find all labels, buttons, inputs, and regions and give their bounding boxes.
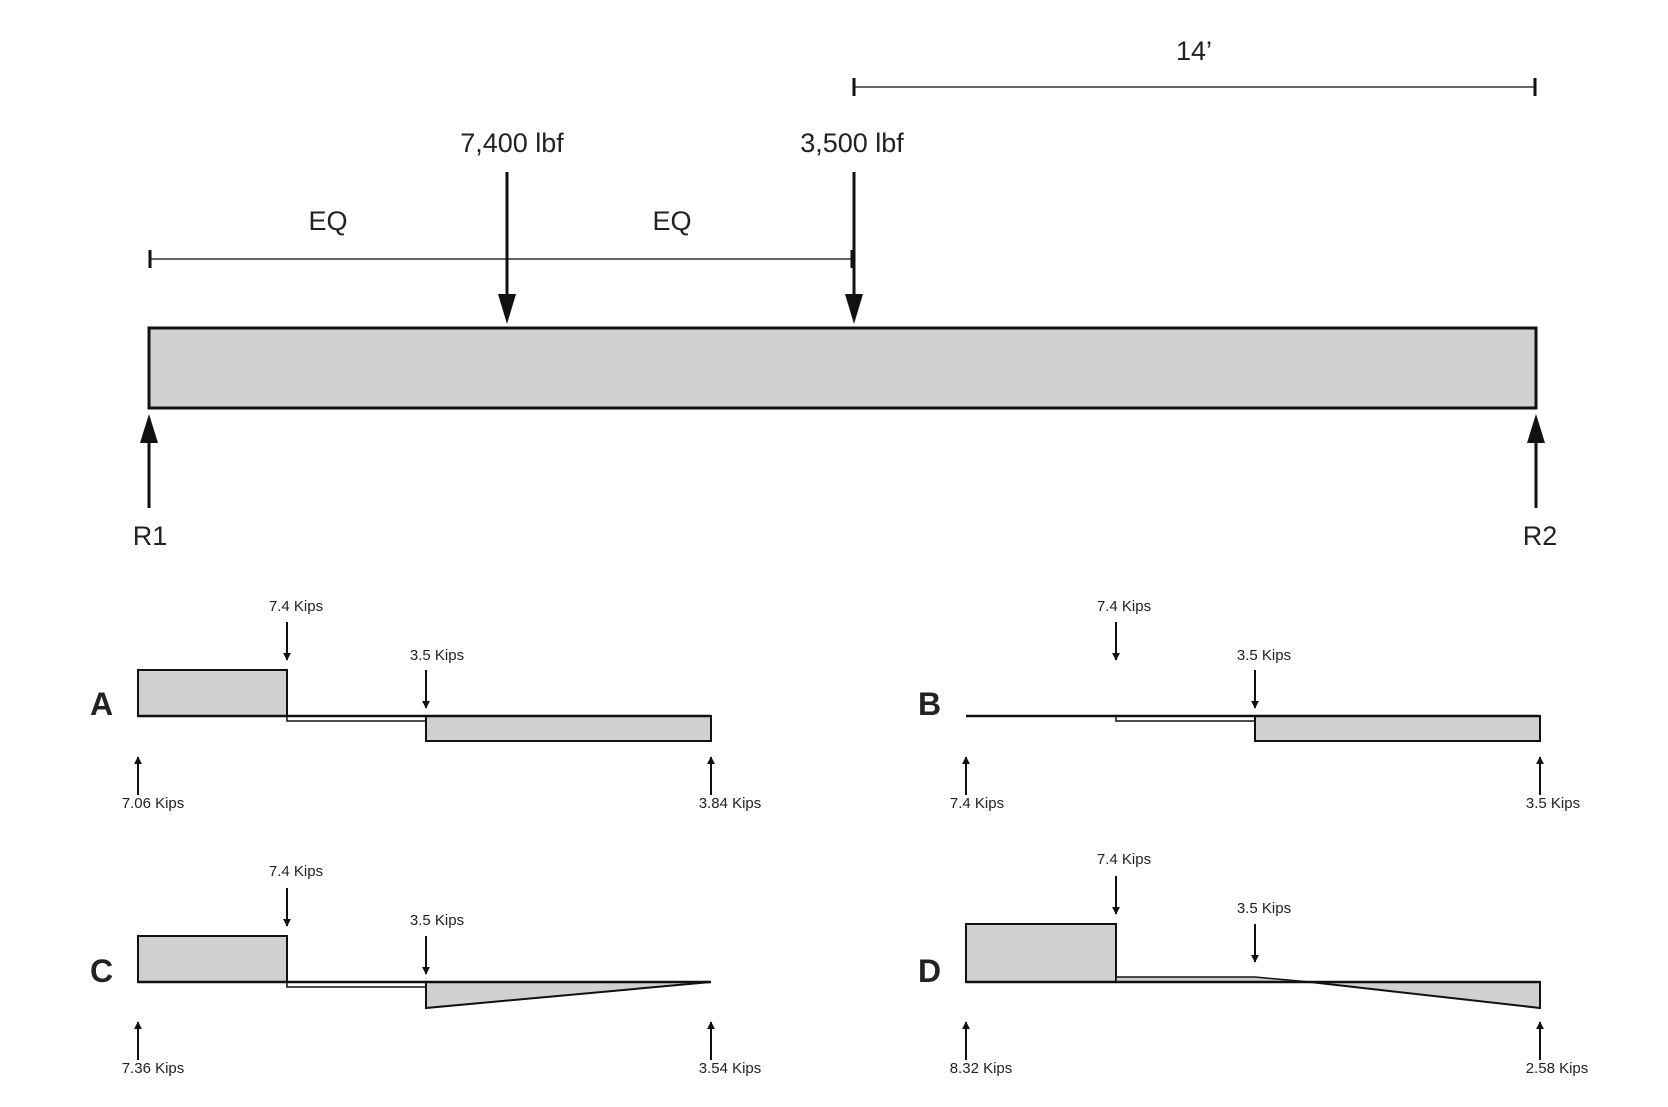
option-a-letter: A (90, 686, 113, 722)
option-d-load1-label: 7.4 Kips (1097, 851, 1151, 868)
eq-right-label: EQ (652, 206, 691, 236)
option-a-load2-label: 3.5 Kips (410, 647, 464, 664)
option-c-load2-label: 3.5 Kips (410, 912, 464, 929)
option-c[interactable]: C 7.4 Kips 3.5 Kips 7.36 Kips 3.54 Kips (90, 863, 761, 1077)
load-arrow-3500 (845, 172, 863, 324)
option-c-letter: C (90, 953, 113, 989)
load-7400-label: 7,400 lbf (460, 128, 564, 158)
beam (147, 326, 1538, 410)
option-a[interactable]: A 7.4 Kips 3.5 Kips 7.06 Kips 3.84 Kips (90, 598, 761, 812)
option-c-rleft-label: 7.36 Kips (122, 1060, 185, 1077)
option-d[interactable]: D 7.4 Kips 3.5 Kips 8.32 Kips 2.58 Kips (918, 851, 1588, 1077)
option-b-rleft-label: 7.4 Kips (950, 795, 1004, 812)
option-d-rleft-label: 8.32 Kips (950, 1060, 1013, 1077)
load-3500-label: 3,500 lbf (800, 128, 904, 158)
r2-label: R2 (1523, 521, 1558, 551)
option-d-load2-label: 3.5 Kips (1237, 900, 1291, 917)
option-b-load1-label: 7.4 Kips (1097, 598, 1151, 615)
option-b-letter: B (918, 686, 941, 722)
option-a-shear-block-1 (137, 669, 288, 717)
r1-label: R1 (133, 521, 168, 551)
option-a-rright-label: 3.84 Kips (699, 795, 762, 812)
option-c-shear-triangle (425, 981, 712, 1010)
option-d-letter: D (918, 953, 941, 989)
option-d-shear-block-1 (965, 923, 1117, 983)
option-c-shear-block-1 (137, 935, 288, 983)
option-d-rright-label: 2.58 Kips (1526, 1060, 1589, 1077)
option-b-rright-label: 3.5 Kips (1526, 795, 1580, 812)
load-arrow-7400 (498, 172, 516, 324)
option-b-shear-block-2 (1254, 715, 1541, 742)
reaction-arrow-r1 (140, 414, 158, 508)
reaction-arrow-r2 (1527, 414, 1545, 508)
option-c-rright-label: 3.54 Kips (699, 1060, 762, 1077)
option-d-shear-triangle (1309, 981, 1541, 1010)
option-a-rleft-label: 7.06 Kips (122, 795, 185, 812)
option-c-load1-label: 7.4 Kips (269, 863, 323, 880)
dimension-eq: EQ EQ (148, 206, 854, 268)
option-b-load2-label: 3.5 Kips (1237, 647, 1291, 664)
option-a-shear-block-3 (425, 715, 712, 742)
option-a-load1-label: 7.4 Kips (269, 598, 323, 615)
dimension-14ft-label: 14’ (1176, 36, 1212, 66)
eq-left-label: EQ (308, 206, 347, 236)
option-b[interactable]: B 7.4 Kips 3.5 Kips 7.4 Kips 3.5 Kips (918, 598, 1580, 812)
beam-diagram: 14’ 7,400 lbf 3,500 lbf EQ EQ (133, 36, 1558, 551)
dimension-14ft: 14’ (852, 36, 1537, 96)
